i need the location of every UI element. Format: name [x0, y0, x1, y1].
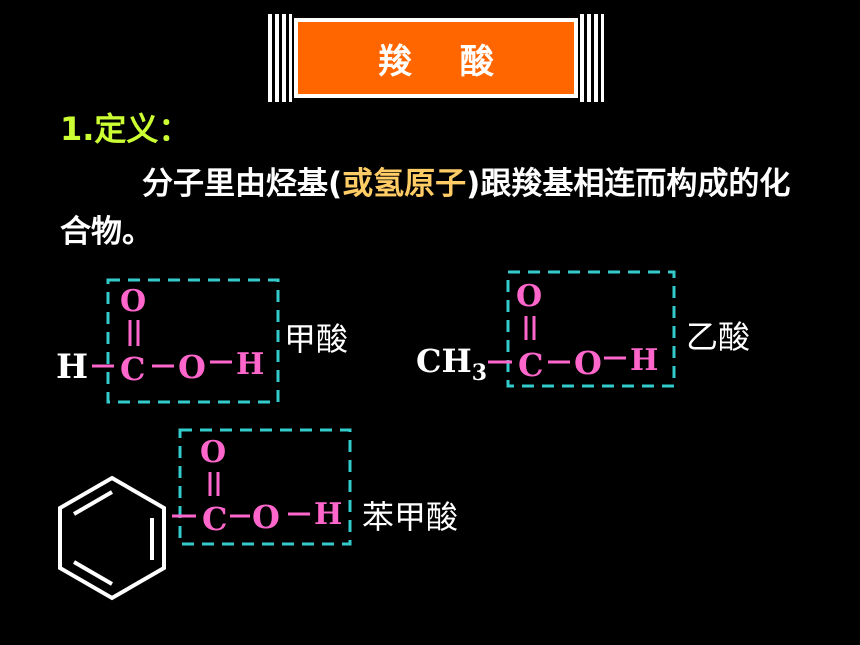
carboxyl-box	[106, 278, 280, 404]
atom-h: H	[56, 347, 88, 387]
section-heading: 1.定义：	[60, 110, 191, 148]
atom-o: O	[178, 348, 206, 386]
atom-c: C	[202, 500, 227, 538]
definition-highlight: 或氢原子	[342, 166, 467, 202]
atom-o: O	[120, 284, 146, 319]
methyl-group: CH3	[416, 342, 487, 386]
atom-h: H	[314, 497, 342, 532]
definition-part-2: )跟羧基相连而构成的化合物。	[60, 166, 791, 250]
atom-o: O	[516, 279, 542, 314]
definition-part-1: 分子里由烃基(	[142, 166, 343, 202]
acetic-acid: O CH3 C O H 乙酸	[416, 270, 750, 388]
definition-text: 分子里由烃基(或氢原子)跟羧基相连而构成的化合物。	[60, 160, 800, 256]
atom-c: C	[120, 350, 145, 388]
benzene-ring	[58, 475, 166, 601]
title-stripes-right	[580, 14, 604, 102]
compound-name-benzoic: 苯甲酸	[362, 498, 458, 536]
compound-name-acetic: 乙酸	[686, 318, 750, 356]
formic-acid: O H C O H 甲酸	[56, 278, 348, 404]
title-stripes-left	[268, 14, 292, 102]
title-box: 羧 酸	[294, 18, 578, 98]
atom-o: O	[200, 435, 226, 470]
carboxyl-box	[178, 428, 352, 546]
atom-c: C	[518, 346, 543, 384]
atom-o: O	[252, 498, 280, 536]
compound-name-formic: 甲酸	[284, 320, 348, 358]
title-plate: 羧 酸	[268, 14, 604, 102]
atom-o: O	[574, 344, 602, 382]
benzoic-acid: O C O H 苯甲酸	[58, 428, 458, 601]
atom-h: H	[236, 347, 264, 382]
atom-h: H	[630, 343, 658, 378]
slide-title: 羧 酸	[378, 41, 512, 82]
carboxyl-box	[506, 270, 676, 388]
